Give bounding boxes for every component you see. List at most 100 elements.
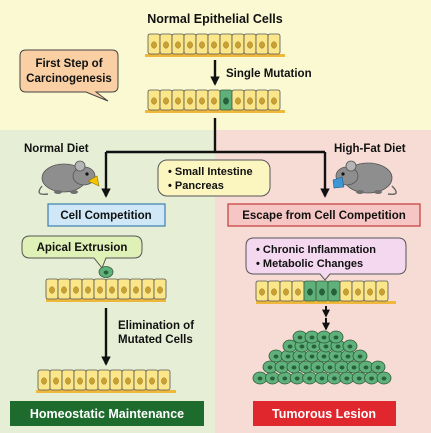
normal-diet-label: Normal Diet bbox=[24, 143, 89, 155]
mutated-cell bbox=[327, 280, 341, 302]
tumor-cell-nucleus bbox=[347, 344, 353, 349]
cell-competition-label: Cell Competition bbox=[60, 210, 151, 222]
tumor-cell-nucleus bbox=[323, 344, 329, 349]
normal-cells-title: Normal Epithelial Cells bbox=[147, 12, 283, 26]
tumor-cell-nucleus bbox=[307, 376, 312, 381]
epithelial-cell bbox=[291, 280, 305, 302]
tumor-cell-nucleus bbox=[257, 376, 263, 381]
epithelial-cell bbox=[195, 33, 209, 55]
tumor-cell-nucleus bbox=[327, 365, 333, 370]
tissues-callout: • Small Intestine • Pancreas bbox=[157, 159, 271, 197]
tumor-cell-nucleus bbox=[375, 365, 381, 370]
tumor-cell-nucleus bbox=[321, 354, 327, 359]
top-epithelium bbox=[145, 33, 285, 57]
tissue-item-2: • Pancreas bbox=[168, 180, 224, 192]
epithelial-cell bbox=[255, 33, 269, 55]
mutated-cell bbox=[219, 89, 233, 111]
epithelial-cell bbox=[195, 89, 209, 111]
epithelial-cell bbox=[57, 278, 71, 300]
homeostatic-outcome-box: Homeostatic Maintenance bbox=[10, 401, 204, 426]
tumor-outcome-label: Tumorous Lesion bbox=[272, 407, 376, 421]
epithelial-cell bbox=[145, 369, 159, 391]
epithelial-cell bbox=[267, 89, 281, 111]
tumor-cell-nucleus bbox=[356, 376, 362, 381]
homeostatic-epithelium bbox=[36, 369, 176, 393]
tumor-cell-nucleus bbox=[319, 376, 325, 381]
tumor-cell-nucleus bbox=[270, 376, 275, 381]
epithelial-cell bbox=[231, 89, 245, 111]
tumor-cell-nucleus bbox=[294, 376, 300, 381]
high-fat-diet-label: High-Fat Diet bbox=[334, 143, 406, 155]
tumor-cell-nucleus bbox=[309, 354, 315, 359]
tumor-cell-nucleus bbox=[351, 365, 357, 370]
epithelial-cell bbox=[207, 33, 221, 55]
tumor-cell-nucleus bbox=[357, 354, 363, 359]
tumor-cell-nucleus bbox=[282, 376, 288, 381]
epithelial-cell bbox=[157, 369, 171, 391]
epithelial-cell bbox=[267, 280, 281, 302]
tumor-cell-nucleus bbox=[333, 354, 339, 359]
tumor-cell-nucleus bbox=[381, 376, 387, 381]
epithelial-cell bbox=[351, 280, 365, 302]
epithelial-cell bbox=[219, 33, 233, 55]
epithelial-cell bbox=[129, 278, 143, 300]
tumor-cell-nucleus bbox=[287, 344, 293, 349]
epithelial-cell bbox=[171, 33, 185, 55]
epithelial-cell bbox=[243, 89, 257, 111]
tumor-cell-nucleus bbox=[335, 344, 341, 349]
tumor-outcome-box: Tumorous Lesion bbox=[253, 401, 396, 426]
effect-item-1: • Chronic Inflammation bbox=[256, 244, 376, 256]
epithelial-cell bbox=[133, 369, 147, 391]
mouse-high-fat-diet-icon bbox=[332, 160, 397, 196]
epithelial-cell bbox=[147, 33, 161, 55]
tumor-cell-nucleus bbox=[363, 365, 369, 370]
epithelial-cell bbox=[231, 33, 245, 55]
tumor-cell-nucleus bbox=[311, 344, 317, 349]
epithelial-cell bbox=[37, 369, 51, 391]
effect-item-2: • Metabolic Changes bbox=[256, 258, 363, 270]
tumor-cell-nucleus bbox=[297, 354, 303, 359]
callout-line-2: Carcinogenesis bbox=[26, 73, 112, 85]
extrusion-epithelium bbox=[45, 266, 167, 302]
mouse-normal-diet-icon bbox=[38, 160, 100, 196]
escape-competition-label: Escape from Cell Competition bbox=[242, 210, 406, 222]
epithelial-cell bbox=[93, 278, 107, 300]
tissue-item-1: • Small Intestine bbox=[168, 166, 253, 178]
epithelial-cell bbox=[141, 278, 155, 300]
tumor-mound bbox=[252, 330, 392, 385]
epithelial-cell bbox=[243, 33, 257, 55]
tumor-cell-nucleus bbox=[321, 335, 327, 340]
epithelial-cell bbox=[255, 280, 269, 302]
tumor-cell-nucleus bbox=[285, 354, 291, 359]
epithelial-cell bbox=[73, 369, 87, 391]
escape-epithelium bbox=[255, 280, 396, 304]
tumor-cell-nucleus bbox=[279, 365, 285, 370]
tumor-cell-nucleus bbox=[315, 365, 321, 370]
tumor-cell-nucleus bbox=[369, 376, 374, 381]
homeostatic-outcome-label: Homeostatic Maintenance bbox=[30, 407, 184, 421]
tumor-cell-nucleus bbox=[339, 365, 345, 370]
epithelial-cell bbox=[147, 89, 161, 111]
mutation-label: Single Mutation bbox=[226, 68, 312, 80]
tumor-cell-nucleus bbox=[297, 335, 303, 340]
epithelial-cell bbox=[109, 369, 123, 391]
inflammation-callout: • Chronic Inflammation • Metabolic Chang… bbox=[245, 237, 407, 281]
escape-competition-box: Escape from Cell Competition bbox=[227, 203, 421, 227]
cell-competition-box: Cell Competition bbox=[47, 203, 166, 227]
epithelial-cell bbox=[363, 280, 377, 302]
epithelial-cell bbox=[339, 280, 353, 302]
epithelial-cell bbox=[121, 369, 135, 391]
epithelial-cell bbox=[375, 280, 389, 302]
epithelial-cell bbox=[117, 278, 131, 300]
tumor-cell-nucleus bbox=[309, 335, 315, 340]
tumor-cell-nucleus bbox=[303, 365, 309, 370]
tumor-cell-nucleus bbox=[332, 376, 337, 381]
epithelial-cell bbox=[159, 89, 173, 111]
tumor-cell-nucleus bbox=[299, 344, 305, 349]
mutated-epithelium bbox=[145, 89, 285, 113]
tumor-cell-nucleus bbox=[291, 365, 297, 370]
first-step-callout: First Step of Carcinogenesis bbox=[19, 49, 119, 102]
tumor-cell-nucleus bbox=[273, 354, 279, 359]
